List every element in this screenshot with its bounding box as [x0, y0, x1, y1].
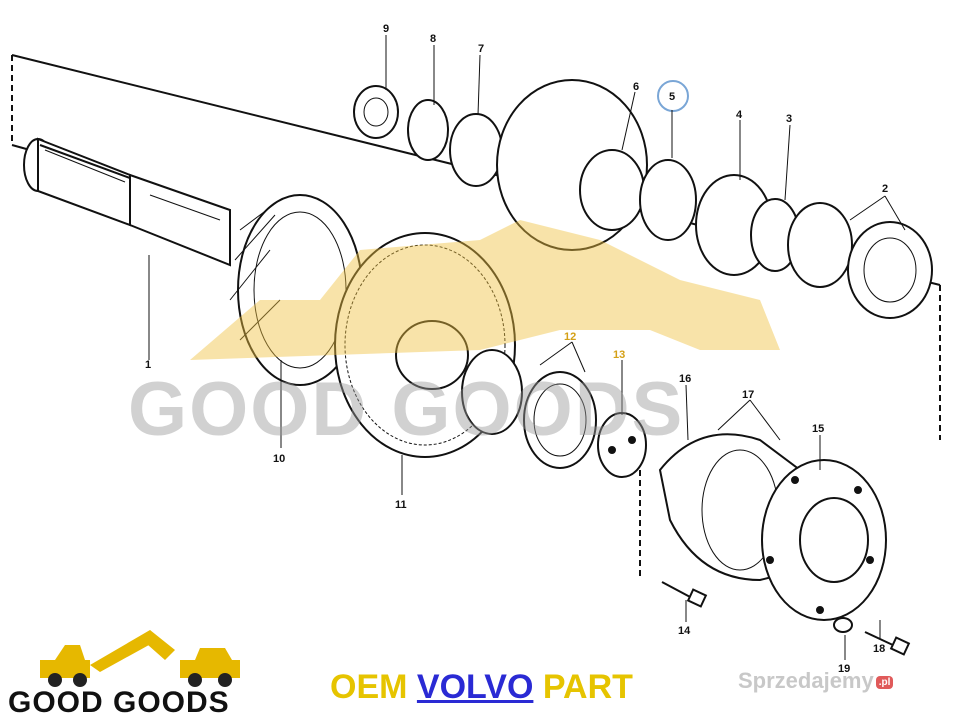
part-label: 9 [383, 23, 389, 35]
part-label: 18 [873, 643, 885, 655]
oem-suffix: PART [542, 668, 633, 706]
site-watermark: Sprzedajemy.pl [738, 668, 894, 694]
part-label: 7 [478, 43, 484, 55]
part-label: 4 [736, 109, 743, 121]
flange-15 [761, 459, 887, 621]
excavator-logo-icon [40, 630, 240, 687]
watermark: GOOD GOODS [128, 220, 780, 452]
gear-10 [229, 194, 363, 386]
bolts [661, 581, 911, 656]
part-label: 1 [145, 359, 151, 371]
shaft-part [23, 137, 231, 267]
part-label: 5 [669, 91, 675, 103]
site-tld-badge: .pl [875, 675, 894, 689]
bearing-12 [461, 349, 597, 469]
svg-text:GOOD GOODS: GOOD GOODS [128, 367, 684, 452]
highlight-circle [657, 80, 689, 112]
leader-lines [148, 35, 906, 660]
oem-prefix: OEM [330, 668, 408, 706]
part-label: 8 [430, 33, 436, 45]
oem-caption: OEM VOLVO PART [330, 668, 633, 707]
part-label: 17 [742, 389, 754, 401]
footer-logo: GOOD GOODS [8, 630, 240, 719]
flange-13 [597, 412, 647, 478]
part-label: 15 [812, 423, 824, 435]
part-label: 13 [613, 349, 625, 361]
part-label: 19 [838, 663, 850, 675]
part-label: 12 [564, 331, 576, 343]
part-label: 2 [882, 183, 888, 195]
site-name: Sprzedajemy [738, 668, 874, 693]
oem-brand-link[interactable]: VOLVO [416, 668, 534, 706]
part-label: 3 [786, 113, 792, 125]
part-label: 16 [679, 373, 691, 385]
part-label: 14 [678, 625, 691, 637]
top-assembly [353, 79, 933, 319]
part-label: 6 [633, 81, 639, 93]
part-label: 10 [273, 453, 285, 465]
part-label: 11 [395, 499, 407, 511]
watermark-truck-icon [190, 220, 780, 360]
svg-text:GOOD GOODS: GOOD GOODS [8, 686, 230, 719]
part-labels: 1 2 3 4 5 6 7 8 9 10 11 12 13 14 15 16 1… [145, 23, 888, 675]
